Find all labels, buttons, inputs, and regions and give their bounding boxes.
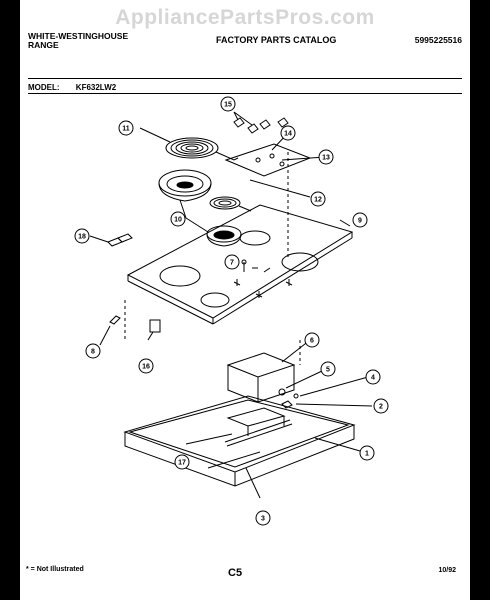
callout-label-10: 10	[174, 217, 182, 224]
small-parts-drawing	[278, 370, 373, 409]
callout-7: 7	[224, 254, 240, 270]
callout-label-14: 14	[284, 131, 292, 138]
switch-drawing	[147, 319, 161, 341]
callout-label-6: 6	[310, 338, 314, 345]
catalog-number: 5995225516	[414, 35, 462, 45]
junction-box-drawing	[226, 339, 311, 403]
header-rule-top	[28, 78, 462, 79]
surface-element-small-drawing	[209, 196, 252, 212]
callout-15: 15	[220, 96, 236, 112]
callout-label-12: 12	[314, 197, 322, 204]
model-label: MODEL:	[28, 83, 60, 92]
callout-6: 6	[304, 332, 320, 348]
footer-note: * = Not Illustrated	[26, 566, 84, 573]
callout-label-7: 7	[230, 260, 234, 267]
terminal-block-drawing	[224, 132, 326, 177]
parts-diagram-sheet: AppliancePartsPros.com WHITE-WESTINGHOUS…	[20, 0, 470, 600]
callout-label-13: 13	[322, 155, 330, 162]
callout-5: 5	[320, 361, 336, 377]
callout-18: 18	[74, 228, 90, 244]
callout-12: 12	[310, 191, 326, 207]
callout-label-1: 1	[365, 451, 369, 458]
callout-3: 3	[255, 510, 271, 526]
callout-label-3: 3	[261, 516, 265, 523]
callout-16: 16	[138, 358, 154, 374]
callout-10: 10	[170, 211, 186, 227]
burner-box-drawing	[123, 395, 361, 499]
callout-2: 2	[373, 398, 389, 414]
model-value: KF632LW2	[75, 83, 117, 92]
footer-date: 10/92	[438, 567, 456, 574]
cooktop-panel-drawing	[126, 204, 354, 325]
callout-label-4: 4	[371, 375, 375, 382]
callout-17: 17	[174, 454, 190, 470]
brand-line-2: RANGE	[28, 40, 59, 50]
watermark: AppliancePartsPros.com	[115, 6, 375, 29]
callout-label-15: 15	[224, 102, 232, 109]
screw-drawing	[241, 259, 271, 273]
callout-label-17: 17	[178, 460, 186, 467]
drip-bowl-small-drawing	[179, 199, 242, 247]
drip-bowl-large-drawing	[158, 169, 212, 202]
callout-label-18: 18	[78, 234, 86, 241]
surface-element-large-drawing	[139, 127, 239, 161]
brand-line-1: WHITE-WESTINGHOUSE	[28, 31, 129, 41]
callout-1: 1	[359, 445, 375, 461]
callout-label-5: 5	[326, 367, 330, 374]
callout-9: 9	[352, 212, 368, 228]
footer-page: C5	[228, 567, 243, 579]
callout-11: 11	[118, 120, 134, 136]
callout-13: 13	[318, 149, 334, 165]
terminal-clips-drawing	[233, 111, 289, 134]
callout-label-9: 9	[358, 218, 362, 225]
callout-14: 14	[280, 125, 296, 141]
catalog-title: FACTORY PARTS CATALOG	[216, 35, 337, 45]
callout-label-16: 16	[142, 364, 150, 371]
callout-label-2: 2	[379, 404, 383, 411]
callout-4: 4	[365, 369, 381, 385]
callout-8: 8	[85, 343, 101, 359]
leader-12	[249, 179, 311, 198]
callout-label-8: 8	[91, 349, 95, 356]
callout-label-11: 11	[122, 126, 130, 133]
model-line: MODEL: KF632LW2	[28, 83, 116, 92]
header-rule-bottom	[28, 93, 462, 94]
connector-drawing	[89, 233, 133, 247]
brand-header: WHITE-WESTINGHOUSE RANGE	[28, 32, 128, 50]
exploded-view-drawing: 15 11 14 13 12 10 9 18 7 6 8 16 5 4 2 1 …	[74, 96, 389, 526]
retainer-clip-drawing	[99, 315, 121, 346]
